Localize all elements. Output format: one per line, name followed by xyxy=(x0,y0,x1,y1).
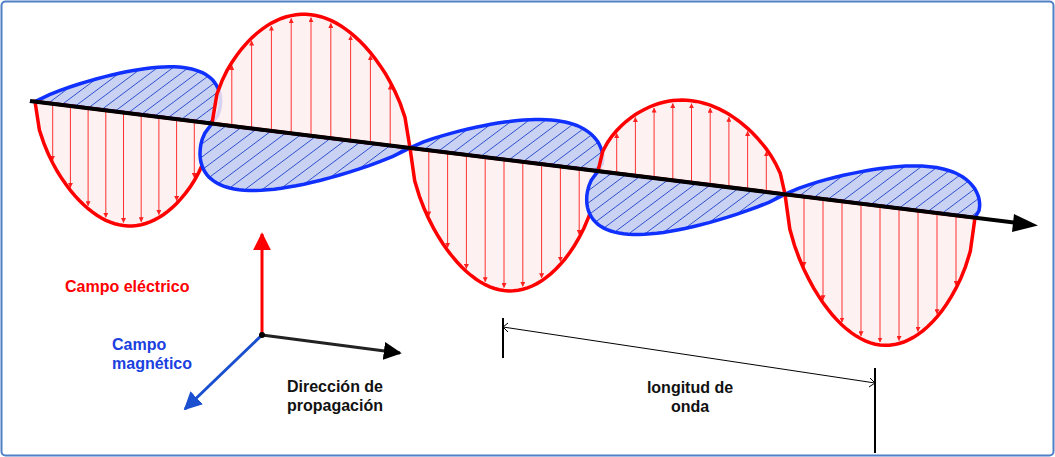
propagation-label: Dirección de propagación xyxy=(270,377,400,415)
electric-vector xyxy=(823,199,824,300)
magnetic-hatch xyxy=(590,176,640,214)
magnetic-hatch xyxy=(565,142,598,167)
magnetic-hatch xyxy=(596,178,655,222)
electric-vector xyxy=(654,108,655,178)
electric-vector xyxy=(158,117,159,215)
electric-vector xyxy=(52,104,53,160)
electric-vector xyxy=(747,131,748,189)
magnetic-hatch xyxy=(928,181,969,212)
electric-vector xyxy=(956,215,957,285)
electric-vector xyxy=(194,121,195,177)
electric-vector xyxy=(291,19,292,134)
electric-vector xyxy=(447,153,448,248)
magnetic-hatch xyxy=(209,131,271,178)
wave-lobes xyxy=(35,14,980,345)
electric-vector xyxy=(918,211,919,332)
electric-vector xyxy=(672,104,673,181)
electric-vector xyxy=(842,201,843,322)
magnetic-hatch xyxy=(615,182,682,233)
electric-vector xyxy=(560,167,561,262)
magnetic-hatch xyxy=(244,136,316,190)
origin-dot xyxy=(259,332,265,338)
electric-vector xyxy=(804,197,805,267)
electric-vector xyxy=(271,26,272,131)
axis-arrowhead xyxy=(1012,214,1038,232)
wavelength-label: longitud de onda xyxy=(640,378,740,416)
magnetic-hatch xyxy=(141,71,199,114)
electric-vector xyxy=(370,56,371,143)
magnetic-hatch xyxy=(155,76,209,116)
propagation-axis xyxy=(30,101,1022,224)
electric-vector xyxy=(231,66,232,126)
electric-lobe-fill xyxy=(785,194,975,345)
magnetic-hatch xyxy=(230,135,301,189)
electric-vector xyxy=(635,118,636,176)
electric-vector xyxy=(728,117,729,187)
electric-vector xyxy=(861,204,862,336)
magnetic-hatch xyxy=(942,189,975,214)
electric-vector xyxy=(937,213,938,314)
electric-vector xyxy=(350,36,351,141)
electric-vector xyxy=(466,155,467,269)
magnetic-hatch xyxy=(128,68,188,113)
dimension-bar xyxy=(502,318,504,358)
magnetic-hatch xyxy=(551,135,592,166)
magnetic-hatch xyxy=(645,185,711,234)
electric-vector xyxy=(541,164,542,278)
electric-vector xyxy=(390,85,391,145)
magnetic-hatch xyxy=(899,171,949,209)
magnetic-hatch xyxy=(261,138,331,190)
electric-vector xyxy=(70,106,71,187)
electric-vector xyxy=(579,169,580,235)
electric-vector xyxy=(522,162,523,286)
electric-vector xyxy=(123,113,124,223)
electric-vector xyxy=(330,23,331,138)
electric-vector xyxy=(880,206,881,342)
electric-vector xyxy=(899,208,900,340)
magnetic-hatch xyxy=(604,180,668,228)
magnetic-hatch xyxy=(885,168,937,207)
magnetic-hatch xyxy=(359,146,391,170)
magnetic-hatch xyxy=(203,129,256,169)
magnetic-hatch xyxy=(168,83,215,118)
electric-vector xyxy=(691,104,692,183)
electric-vector xyxy=(88,108,89,206)
electric-vector xyxy=(251,41,252,128)
electric-vector xyxy=(710,108,711,185)
electric-field-label: Campo eléctrico xyxy=(65,277,245,296)
electric-vector xyxy=(766,152,767,192)
magnetic-hatch xyxy=(509,121,561,160)
electric-vector xyxy=(485,157,486,282)
dimension-tick xyxy=(503,323,508,332)
magnetic-axis-arrow xyxy=(185,335,262,409)
dimension-bar xyxy=(874,368,876,453)
electric-vector xyxy=(141,115,142,222)
magnetic-hatch xyxy=(218,133,286,184)
electric-vector xyxy=(504,160,505,288)
dimension-line xyxy=(503,327,875,383)
electric-vector xyxy=(176,119,177,200)
magnetic-hatch xyxy=(101,67,158,110)
electric-vector xyxy=(616,134,617,174)
electric-vector xyxy=(311,18,312,136)
electric-lobe xyxy=(598,100,785,194)
electric-lobe xyxy=(785,194,975,345)
magnetic-hatch xyxy=(495,120,547,159)
magnetic-hatch xyxy=(523,124,573,162)
dimension-tick xyxy=(869,378,875,387)
electric-lobe-fill xyxy=(598,100,785,194)
magnetic-hatch xyxy=(871,166,923,205)
electric-vector xyxy=(105,110,106,217)
propagation-axis-arrow xyxy=(262,335,400,353)
magnetic-field-label: Campo magnético xyxy=(112,335,204,373)
electric-axis-arrow xyxy=(261,234,264,335)
electric-vector xyxy=(428,150,429,216)
